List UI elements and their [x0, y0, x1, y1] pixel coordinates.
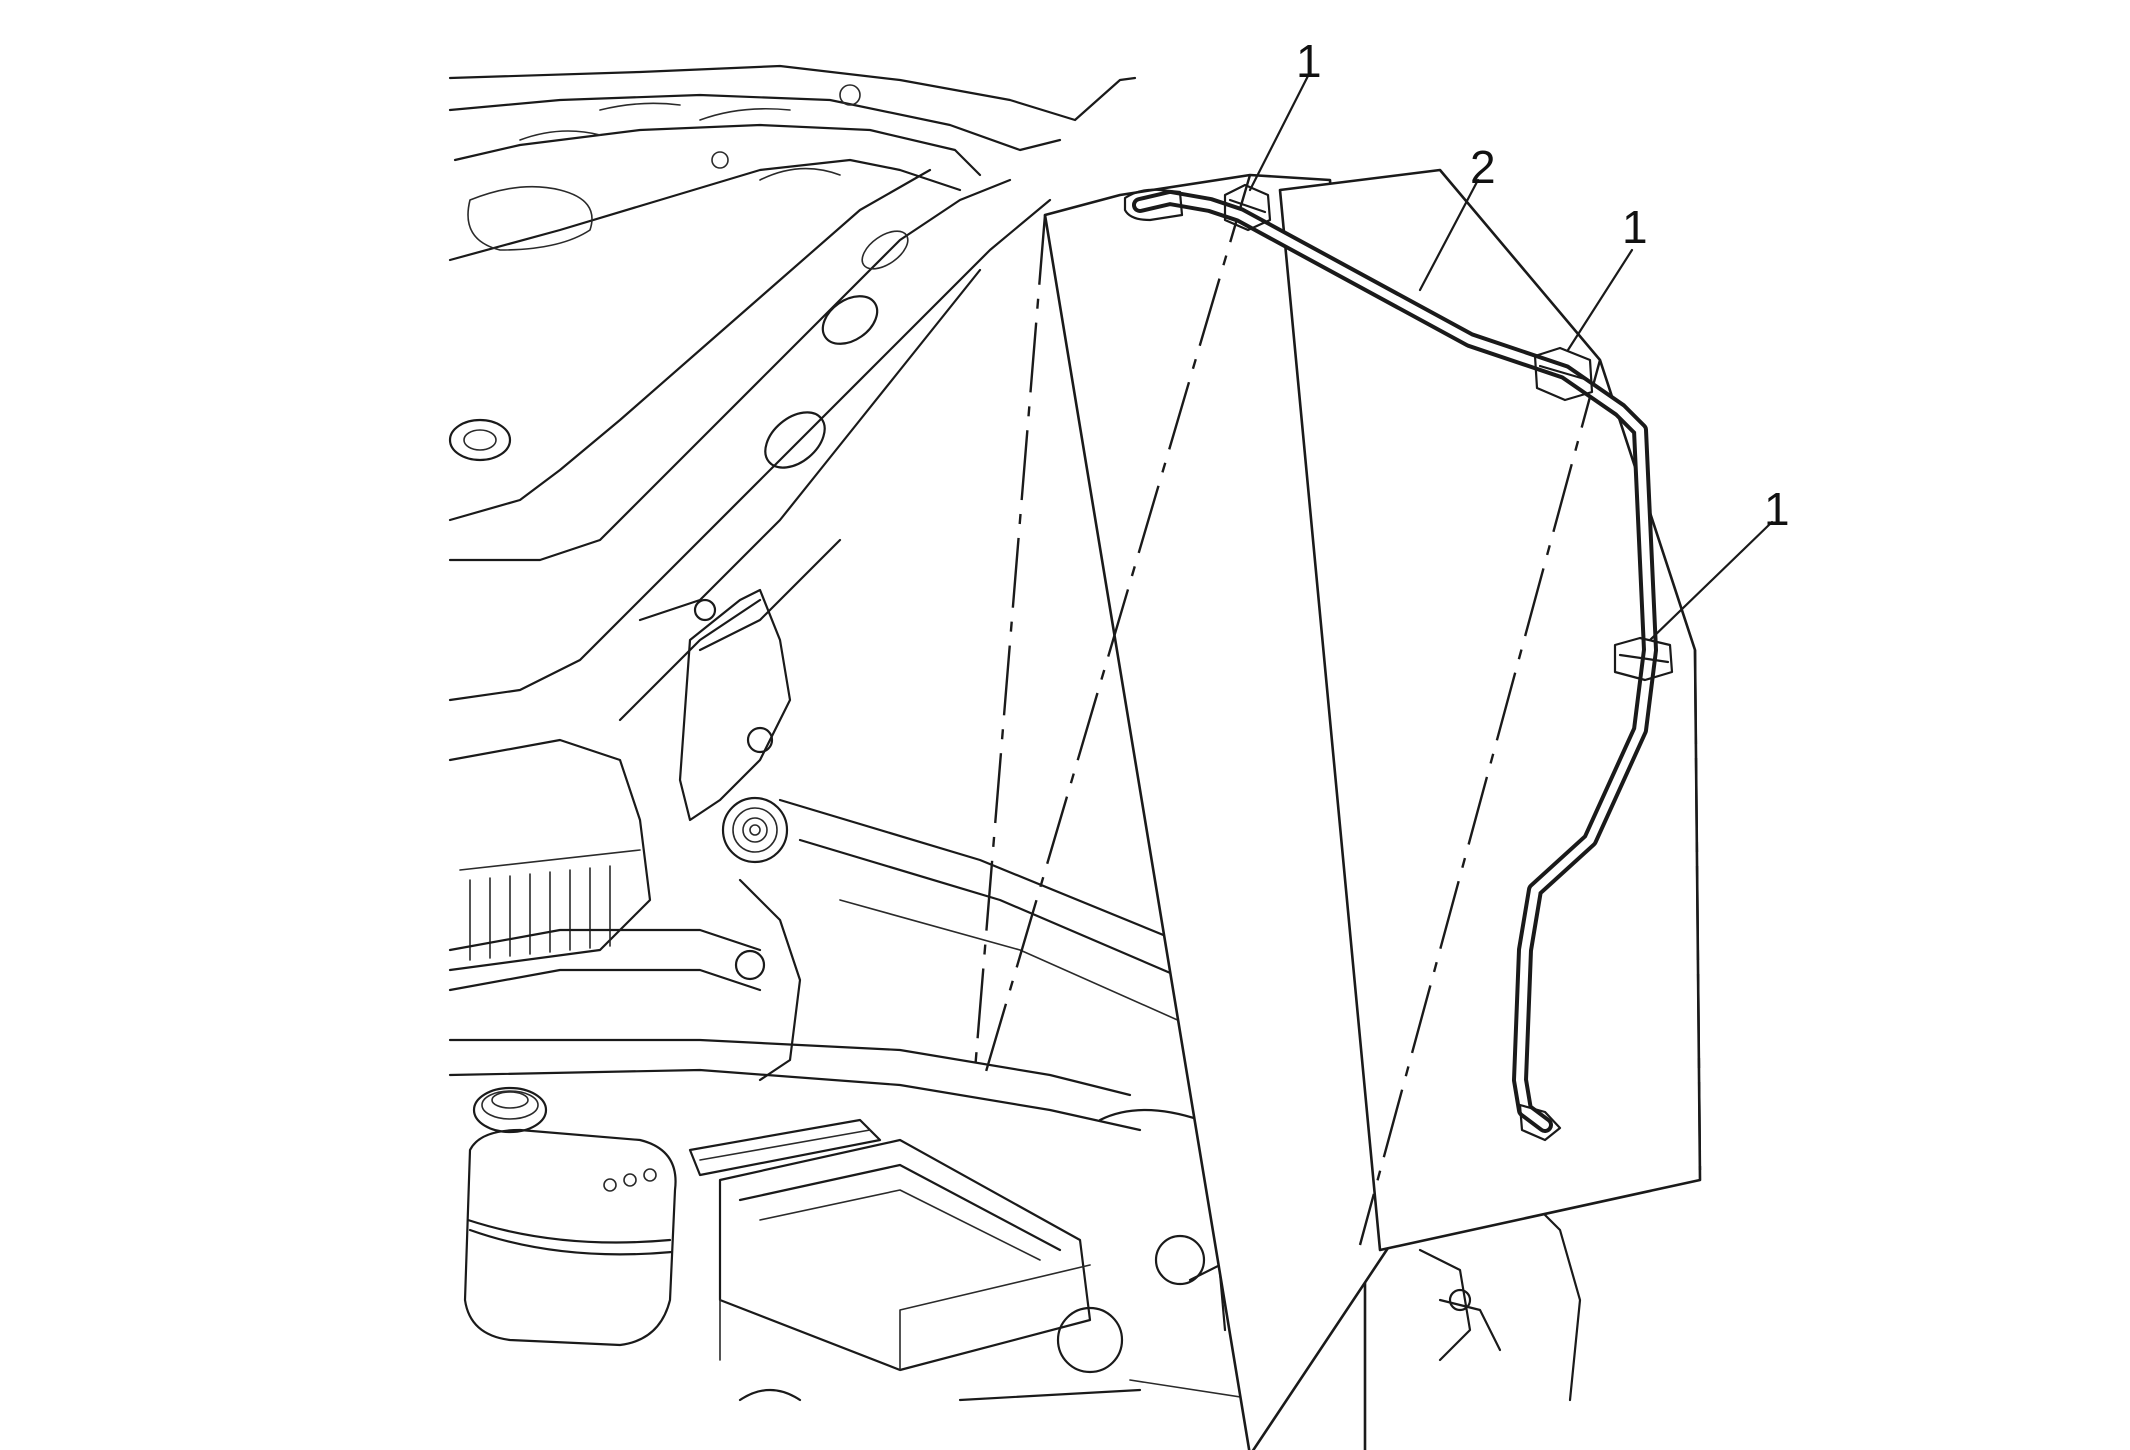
callout-clip-lower: 1: [1764, 483, 1790, 535]
callout-leaders: [1248, 70, 1774, 642]
callout-hose: 2: [1470, 141, 1496, 193]
coolant-reservoir: [463, 1086, 677, 1347]
hood-hinge: [618, 588, 802, 1082]
battery: [688, 1118, 1092, 1372]
hood-underside: [448, 64, 1137, 702]
hose-clips: [1223, 183, 1674, 682]
strut-brace: [448, 928, 1142, 1132]
clip-lower: [1613, 636, 1674, 682]
callout-clip-middle: 1: [1622, 201, 1648, 253]
leader-hose: [1418, 178, 1480, 292]
clip-top: [1223, 183, 1272, 232]
leader-clip-top: [1248, 70, 1312, 192]
detail-panel: [973, 168, 1702, 1450]
callout-clip-top: 1: [1296, 35, 1322, 87]
air-box: [448, 738, 652, 972]
leader-line-right: [1693, 649, 1702, 1171]
leader-line-center: [983, 174, 1252, 1076]
leader-clip-lower: [1648, 520, 1774, 642]
detail-panel-front: [1043, 173, 1392, 1450]
leader-clip-middle: [1566, 248, 1634, 352]
clip-middle: [1533, 346, 1594, 402]
leader-line-mid: [1358, 359, 1602, 1246]
leader-line-left: [973, 214, 1047, 1071]
